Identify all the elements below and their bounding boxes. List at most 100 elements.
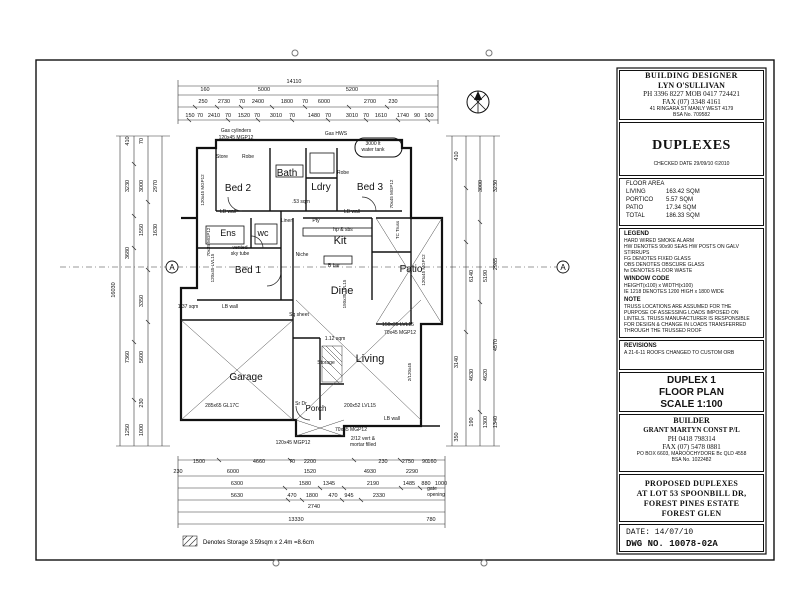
- builder-name: GRANT MARTYN CONST P/L: [643, 426, 740, 434]
- proposed-line: FOREST PINES ESTATE: [643, 499, 740, 508]
- plan-note: Robe: [242, 154, 254, 160]
- dimension-left: 70: [139, 138, 145, 144]
- punch-hole-bottom: [272, 559, 280, 567]
- note-line: LINTELS. TRUSS MANUFACTURER IS RESPONSIB…: [624, 316, 750, 322]
- dimension-top: 70: [239, 99, 245, 105]
- dimension-bottom: 2290: [406, 469, 418, 475]
- designer-name: LYN O'SULLIVAN: [658, 81, 725, 90]
- plan-note: 150x35 LVL15: [382, 322, 414, 328]
- legend-item: HARD WIRED SMOKE ALARM: [624, 238, 695, 244]
- dimension-bottom: 945: [344, 493, 353, 499]
- dimension-top: 3010: [346, 113, 358, 119]
- room-label: Garage: [229, 372, 263, 383]
- dimension-top: 1480: [308, 113, 320, 119]
- dimension-bottom: 1345: [323, 481, 335, 487]
- dimension-bottom: 2330: [373, 493, 385, 499]
- revisions-heading: REVISIONS: [624, 343, 657, 349]
- designer-title: BUILDING DESIGNER: [645, 71, 738, 80]
- dimension-left: 5600: [139, 351, 145, 363]
- dimension-bottom: 2190: [367, 481, 379, 487]
- dimension-top: 14110: [287, 79, 302, 85]
- note-line: TRUSS LOCATIONS ARE ASSUMED FOR THE: [624, 304, 732, 310]
- plan-note: water tank: [361, 147, 385, 153]
- dimension-top: 2400: [252, 99, 264, 105]
- plan-note: Linen: [281, 218, 293, 224]
- plan-note: .53 sqm: [292, 199, 310, 205]
- dimension-bottom: 2200: [304, 459, 316, 465]
- legend-heading: LEGEND: [624, 231, 650, 237]
- room-label: Living: [356, 353, 385, 365]
- plan-note: Store: [216, 154, 228, 160]
- door-swings: [227, 196, 377, 421]
- dimension-top: 5200: [346, 87, 358, 93]
- dimension-bottom: 230: [378, 459, 387, 465]
- patio-slab: [180, 217, 443, 437]
- dimension-top: 1800: [281, 99, 293, 105]
- dimension-bottom: 1485: [403, 481, 415, 487]
- revisions-box: REVISIONS A 21-6-11 ROOFS CHANGED TO CUS…: [619, 340, 764, 370]
- dimension-top: 230: [388, 99, 397, 105]
- plan-note: Gas HWS: [325, 131, 348, 137]
- dimension-left: 1550: [139, 224, 145, 236]
- dimension-top: 2410: [208, 113, 220, 119]
- dimension-bottom: 1520: [304, 469, 316, 475]
- dimension-bottom: 13330: [288, 517, 303, 523]
- beam-label: 150x35 LVL15: [342, 279, 347, 308]
- room-label: Ldry: [311, 182, 330, 193]
- legend-item: OBS DENOTES OBSCURE GLASS: [624, 262, 705, 268]
- window-code-lines: HEIGHT(x100) x WIDTH(x100)IE 1218 DENOTE…: [624, 283, 759, 295]
- builder-bsa: BSA No. 1022482: [671, 457, 712, 463]
- room-label: Dine: [331, 285, 354, 297]
- dimension-top: 5000: [258, 87, 270, 93]
- proposed-line: PROPOSED DUPLEXES: [644, 479, 739, 488]
- dimension-top: 70: [254, 113, 260, 119]
- dimension-right: 5190: [483, 270, 489, 282]
- dimension-top: 2700: [364, 99, 376, 105]
- dimension-bottom: 90: [422, 459, 428, 465]
- dimension-bottom: 70: [289, 459, 295, 465]
- designer-phone: PH 3396 8227 MOB 0417 724421: [643, 90, 740, 98]
- dimension-right: 350: [454, 432, 460, 441]
- storage-legend-swatch: [182, 535, 198, 547]
- room-label: Bed 1: [235, 265, 262, 276]
- beam-label: TC Truss: [395, 220, 400, 239]
- grid-mark-right: A: [560, 263, 566, 272]
- dimension-top: 2730: [218, 99, 230, 105]
- beam-label: 120x45 MGP12: [421, 254, 426, 286]
- dimension-bottom: 1000: [435, 481, 447, 487]
- dimension-lines: [116, 80, 500, 528]
- floor-area-heading: FLOOR AREA: [626, 181, 665, 187]
- plan-note: Robe: [337, 170, 349, 176]
- room-label: Bed 2: [225, 183, 252, 194]
- dimension-right: 4630: [469, 369, 475, 381]
- dimension-top: 250: [198, 99, 207, 105]
- plan-note: B bar: [328, 263, 340, 269]
- floor-area-label: PORTICO: [626, 197, 654, 203]
- dimension-left: 7360: [125, 351, 131, 363]
- dimension-bottom: 5630: [231, 493, 243, 499]
- dimension-left: 3680: [125, 247, 131, 259]
- builder-heading: BUILDER: [673, 416, 710, 425]
- dimension-left: 2970: [153, 180, 159, 192]
- legend-item: fw DENOTES FLOOR WASTE: [624, 268, 693, 274]
- plan-note: 120x45 MGP12: [219, 135, 254, 141]
- builder-phone: PH 0418 798314: [667, 435, 716, 443]
- dimension-left: 3350: [139, 295, 145, 307]
- dimension-bottom: 6300: [231, 481, 243, 487]
- plan-note: 285x65 GL17C: [205, 403, 239, 409]
- plan-note: 70x45 MGP12: [384, 330, 416, 336]
- plan-note: Sq sheet: [289, 312, 309, 318]
- proposed-line: AT LOT 53 SPOONBILL DR,: [636, 489, 747, 498]
- dimension-right: 190: [469, 417, 475, 426]
- dimension-right: 3000: [478, 180, 484, 192]
- beam-label: 120x45 LVL15: [210, 253, 215, 282]
- sheet-border: [35, 59, 775, 561]
- room-label: wc: [257, 228, 269, 238]
